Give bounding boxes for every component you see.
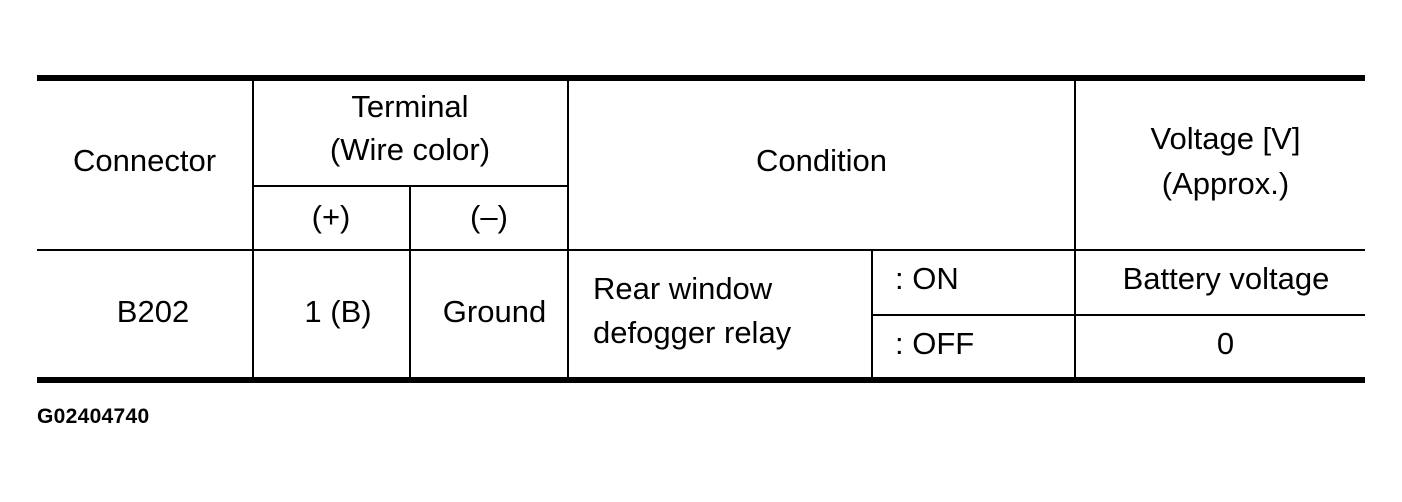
cell-condition-line1: Rear window — [593, 271, 773, 306]
cell-voltage-on: Battery voltage — [1122, 261, 1330, 296]
col-rule-connector — [252, 78, 254, 380]
header-bottom-rule — [37, 249, 1365, 251]
cell-state-on: : ON — [895, 261, 959, 296]
col-rule-terminal-split — [409, 186, 411, 380]
cell-state-off: : OFF — [895, 326, 975, 361]
header-condition: Condition — [756, 143, 887, 178]
table-top-rule — [37, 75, 1365, 81]
table-bottom-rule — [37, 377, 1365, 383]
cell-terminal-plus: 1 (B) — [304, 294, 372, 329]
cell-voltage-off: 0 — [1216, 326, 1235, 361]
header-voltage-title: Voltage [V] — [1150, 121, 1301, 156]
header-terminal-title: Terminal — [351, 89, 469, 124]
terminal-subheader-rule — [253, 185, 569, 187]
col-rule-terminal — [567, 78, 569, 380]
header-voltage-subtitle: (Approx.) — [1161, 166, 1290, 201]
col-rule-condition-split — [871, 250, 873, 380]
header-connector: Connector — [72, 143, 217, 178]
header-terminal-plus: (+) — [311, 199, 351, 234]
col-rule-condition — [1074, 78, 1076, 380]
cell-connector: B202 — [116, 294, 190, 329]
cell-condition-line2: defogger relay — [593, 315, 792, 350]
header-terminal-minus: (–) — [470, 199, 508, 234]
cell-terminal-minus: Ground — [442, 294, 547, 329]
header-terminal-subtitle: (Wire color) — [329, 132, 491, 167]
figure-code: G02404740 — [37, 405, 150, 428]
state-divider-rule — [871, 314, 1365, 316]
